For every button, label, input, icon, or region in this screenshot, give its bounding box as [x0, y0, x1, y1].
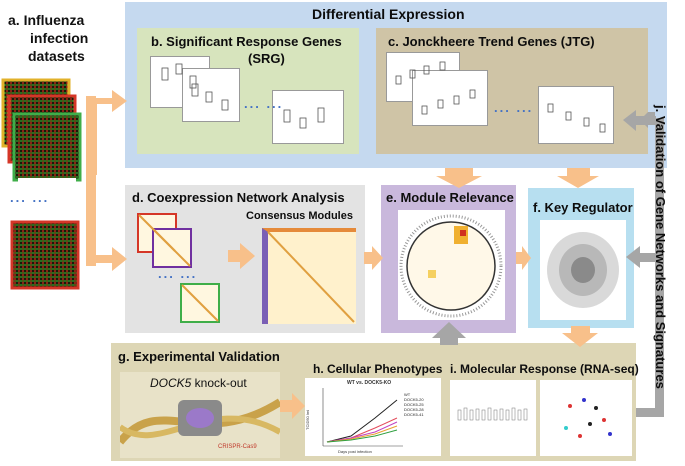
srg-title-line2: (SRG): [248, 51, 285, 66]
key-regulator-title: f. Key Regulator: [533, 200, 633, 215]
cellular-phenotypes-title: h. Cellular Phenotypes: [313, 362, 443, 376]
legend-dock5-41: DOCK5-41: [404, 412, 424, 417]
srg-title-line1: b. Significant Response Genes: [151, 34, 342, 49]
module-relevance-circle: [399, 214, 503, 318]
crispr-label: CRISPR-Cas9: [218, 444, 257, 450]
rnaseq-pca: [540, 380, 632, 456]
rnaseq-boxplot-marks: [457, 407, 528, 421]
knockout-label: DOCK5 knock-out: [150, 376, 247, 390]
knockout-gene-name: DOCK5: [150, 376, 192, 390]
key-regulator-network: [547, 232, 619, 308]
heatmap-more-dots: ... ...: [158, 266, 198, 281]
rnaseq-boxplot: [450, 380, 536, 456]
rnaseq-pca-marks: [564, 398, 612, 438]
influenza-label-line3: datasets: [28, 48, 85, 64]
cellular-phenotype-chart-bg: [305, 378, 441, 456]
phenotype-lines: [322, 388, 403, 447]
coexpression-title: d. Coexpression Network Analysis: [132, 190, 345, 205]
phenotype-xlabel: Days post infection: [338, 449, 372, 454]
influenza-label-line2: infection: [30, 30, 89, 46]
molecular-response-title: i. Molecular Response (RNA-seq): [450, 362, 639, 376]
srg-chart-3: [272, 90, 344, 144]
jtg-more-dots: ... ...: [494, 100, 534, 115]
srg-more-dots: ... ...: [244, 96, 284, 111]
module-relevance-title: e. Module Relevance: [386, 190, 514, 205]
crispr-illustration: [120, 372, 280, 458]
consensus-modules-label: Consensus Modules: [246, 210, 353, 222]
legend-dock5-25: DOCK5-25: [404, 402, 424, 407]
legend-wt: WT: [404, 392, 411, 397]
jtg-chart-3: [538, 86, 614, 144]
dataset-more-dots: ... ...: [10, 190, 50, 205]
legend-dock5-20: DOCK5-20: [404, 397, 424, 402]
differential-expression-title: Differential Expression: [312, 6, 465, 22]
influenza-label-line1: a. Influenza: [8, 12, 85, 28]
phenotype-legend: WT DOCK5-20 DOCK5-25 DOCK5-28 DOCK5-41: [404, 392, 424, 417]
phenotype-plot-title: WT vs. DOCK5-KO: [347, 380, 392, 386]
legend-dock5-28: DOCK5-28: [404, 407, 424, 412]
jtg-title: c. Jonckheere Trend Genes (JTG): [388, 34, 595, 49]
knockout-suffix: knock-out: [191, 376, 247, 390]
experimental-validation-title: g. Experimental Validation: [118, 349, 280, 364]
